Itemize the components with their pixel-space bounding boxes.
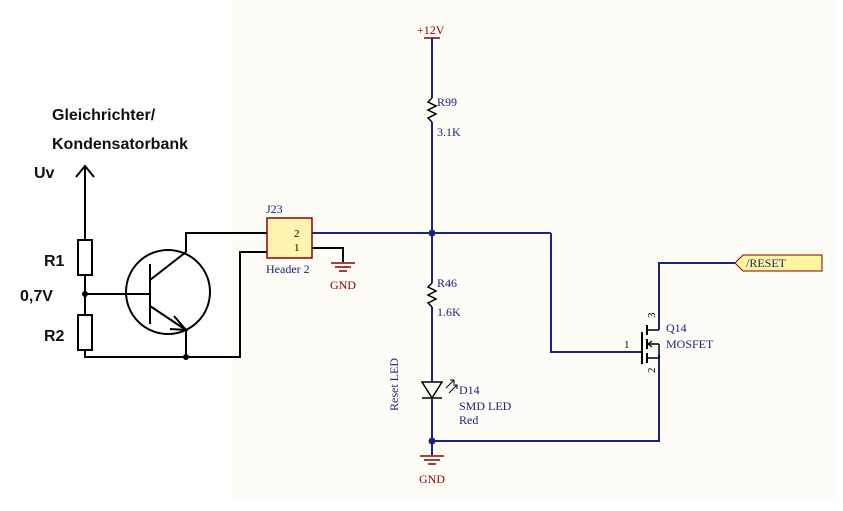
pin1-ground-wire (312, 247, 344, 262)
transistor-collector (149, 251, 187, 281)
ground-label-top: GND (330, 278, 356, 292)
ground-return-wire (84, 251, 267, 358)
connector-ref: J23 (266, 202, 283, 216)
resistor-r2 (77, 314, 93, 351)
resistor-r1-label: R1 (44, 253, 65, 270)
connector-name: Header 2 (266, 262, 310, 276)
reset-net-label-text: /RESET (746, 256, 787, 270)
ground-label-bottom: GND (419, 472, 445, 486)
mosfet-pin-gate: 1 (624, 339, 630, 351)
resistor-r2-label: R2 (44, 328, 65, 345)
connector-pin-2: 2 (294, 228, 300, 240)
mosfet-arrow-icon (647, 340, 653, 348)
mosfet-pin-drain: 3 (646, 312, 658, 318)
npn-transistor (125, 249, 211, 335)
led-icon (420, 381, 444, 400)
r99-ref: R99 (437, 95, 457, 109)
mosfet-ref: Q14 (666, 321, 687, 335)
r46-ref: R46 (437, 276, 457, 290)
led-ref: D14 (459, 383, 480, 397)
transistor-emitter (149, 305, 187, 331)
resistor-r46 (426, 282, 438, 308)
resistor-r99 (426, 97, 438, 123)
mid-voltage-label: 0,7V (20, 288, 53, 305)
connector-pin-1: 1 (294, 242, 300, 254)
emitter-junction (183, 354, 189, 360)
vcc-label: +12V (417, 23, 445, 37)
mosfet-name: MOSFET (666, 337, 714, 351)
ground-symbol-bottom (420, 455, 444, 465)
mosfet-pin-source: 2 (646, 368, 658, 374)
rectifier-title-line2: Kondensatorbank (52, 136, 188, 153)
r99-value: 3.1K (437, 125, 461, 139)
connector-body (266, 217, 313, 259)
source-ground-wire (432, 355, 660, 442)
led-side-label: Reset LED (387, 358, 401, 411)
supply-voltage-label: Uv (34, 165, 55, 182)
emitter-arrow-icon (169, 315, 189, 332)
led-type: SMD LED (459, 399, 512, 413)
resistor-r1 (77, 239, 93, 276)
schematic-sheet (232, 0, 836, 500)
led-color: Red (459, 413, 478, 427)
connector-j23: J23 2 1 Header 2 (266, 202, 313, 276)
ground-symbol-top (331, 262, 355, 272)
gate-wire (550, 233, 642, 353)
collector-wire (185, 232, 267, 252)
reset-net-label: /RESET (734, 254, 823, 272)
rectifier-title-line1: Gleichrichter/ (52, 107, 156, 124)
rectifier-circuit: Gleichrichter/ Kondensatorbank Uv R1 0,7… (20, 107, 267, 360)
drain-wire (658, 262, 735, 330)
r46-value: 1.6K (437, 305, 461, 319)
mosfet-q14 (641, 325, 660, 364)
